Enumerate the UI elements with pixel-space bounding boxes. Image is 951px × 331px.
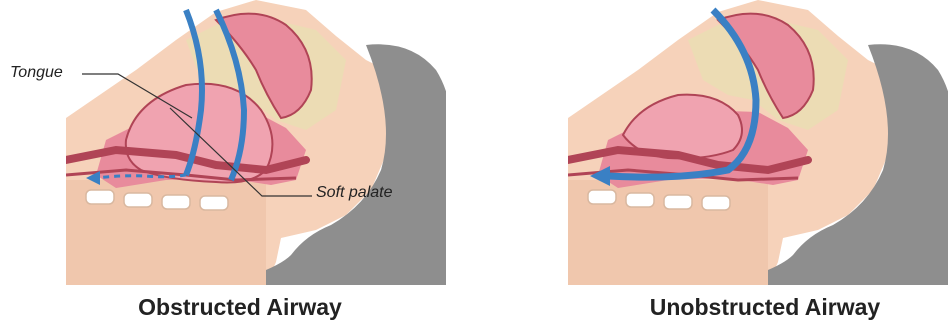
obstructed-airway-illustration — [66, 0, 446, 285]
obstructed-airway-svg — [66, 0, 446, 285]
unobstructed-airway-caption: Unobstructed Airway — [600, 294, 930, 321]
unobstructed-airway-illustration — [568, 0, 948, 285]
obstructed-airway-caption: Obstructed Airway — [90, 294, 390, 321]
soft-palate-label: Soft palate — [316, 184, 393, 202]
unobstructed-airway-svg — [568, 0, 948, 285]
tongue-label: Tongue — [10, 64, 63, 82]
